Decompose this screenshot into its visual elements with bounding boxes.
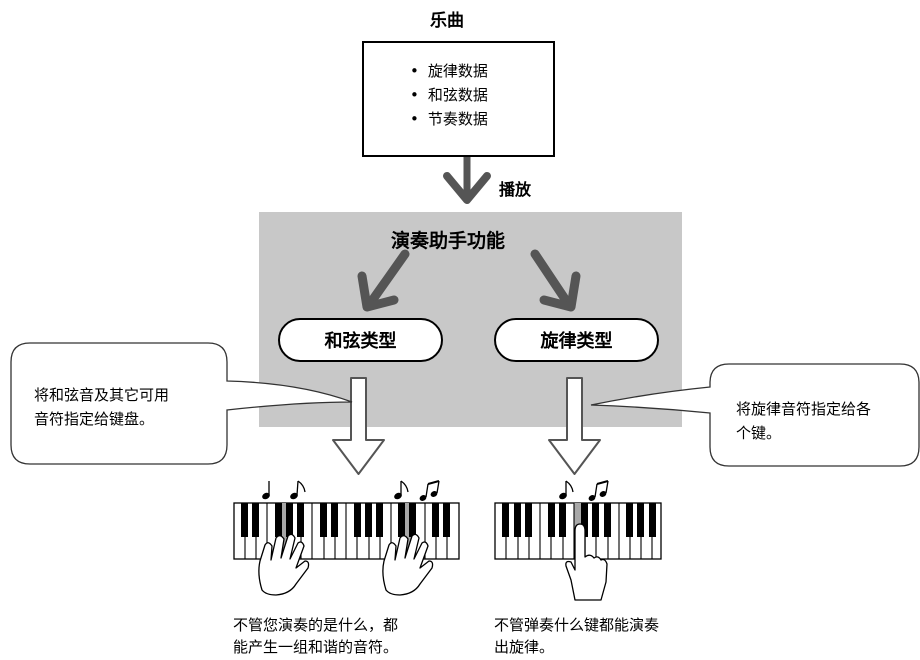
melody-type-label: 旋律类型: [494, 318, 659, 362]
melody-music-notes-icon: [559, 480, 609, 501]
melody-bubble-line-2: 个键。: [736, 424, 782, 442]
chord-keyboard: [233, 480, 460, 596]
chord-caption-line-2: 能产生一组和谐的音符。: [233, 638, 399, 656]
performance-assist-title: 演奏助手功能: [391, 230, 506, 252]
song-title: 乐曲: [430, 11, 464, 31]
song-data-box: 旋律数据 和弦数据 节奏数据: [362, 41, 555, 157]
chord-speech-bubble: [10, 342, 353, 465]
chord-bubble-text: 将和弦音及其它可用 音符指定给键盘。: [34, 383, 244, 431]
melody-caption-line-2: 出旋律。: [494, 638, 555, 656]
melody-keyboard: [494, 480, 662, 601]
chord-diagonal-arrow: [357, 249, 410, 312]
melody-caption: 不管弹奏什么键都能演奏 出旋律。: [494, 614, 744, 658]
playback-label: 播放: [499, 180, 532, 199]
chord-caption: 不管您演奏的是什么，都 能产生一组和谐的音符。: [233, 614, 483, 658]
melody-diagonal-arrow: [530, 249, 581, 312]
melody-caption-line-1: 不管弹奏什么键都能演奏: [494, 616, 660, 634]
pointing-hand-icon: [565, 523, 608, 601]
chord-music-notes-icon: [262, 480, 440, 501]
chord-bubble-line-1: 将和弦音及其它可用: [34, 386, 170, 404]
melody-hollow-arrow: [548, 377, 601, 475]
chord-bubble-line-2: 音符指定给键盘。: [34, 410, 155, 428]
song-data-item-rhythm: 节奏数据: [426, 107, 553, 131]
left-hand-icon: [258, 533, 310, 596]
song-data-list: 旋律数据 和弦数据 节奏数据: [364, 43, 553, 131]
song-data-item-melody: 旋律数据: [426, 59, 553, 83]
melody-bubble-text: 将旋律音符指定给各 个键。: [736, 397, 906, 445]
melody-speech-bubble: [590, 363, 920, 467]
chord-hollow-arrow: [332, 377, 385, 475]
melody-bubble-line-1: 将旋律音符指定给各: [736, 400, 872, 418]
right-hand-icon: [382, 533, 434, 596]
chord-type-label: 和弦类型: [278, 318, 443, 362]
chord-caption-line-1: 不管您演奏的是什么，都: [233, 616, 399, 634]
song-data-item-chord: 和弦数据: [426, 83, 553, 107]
